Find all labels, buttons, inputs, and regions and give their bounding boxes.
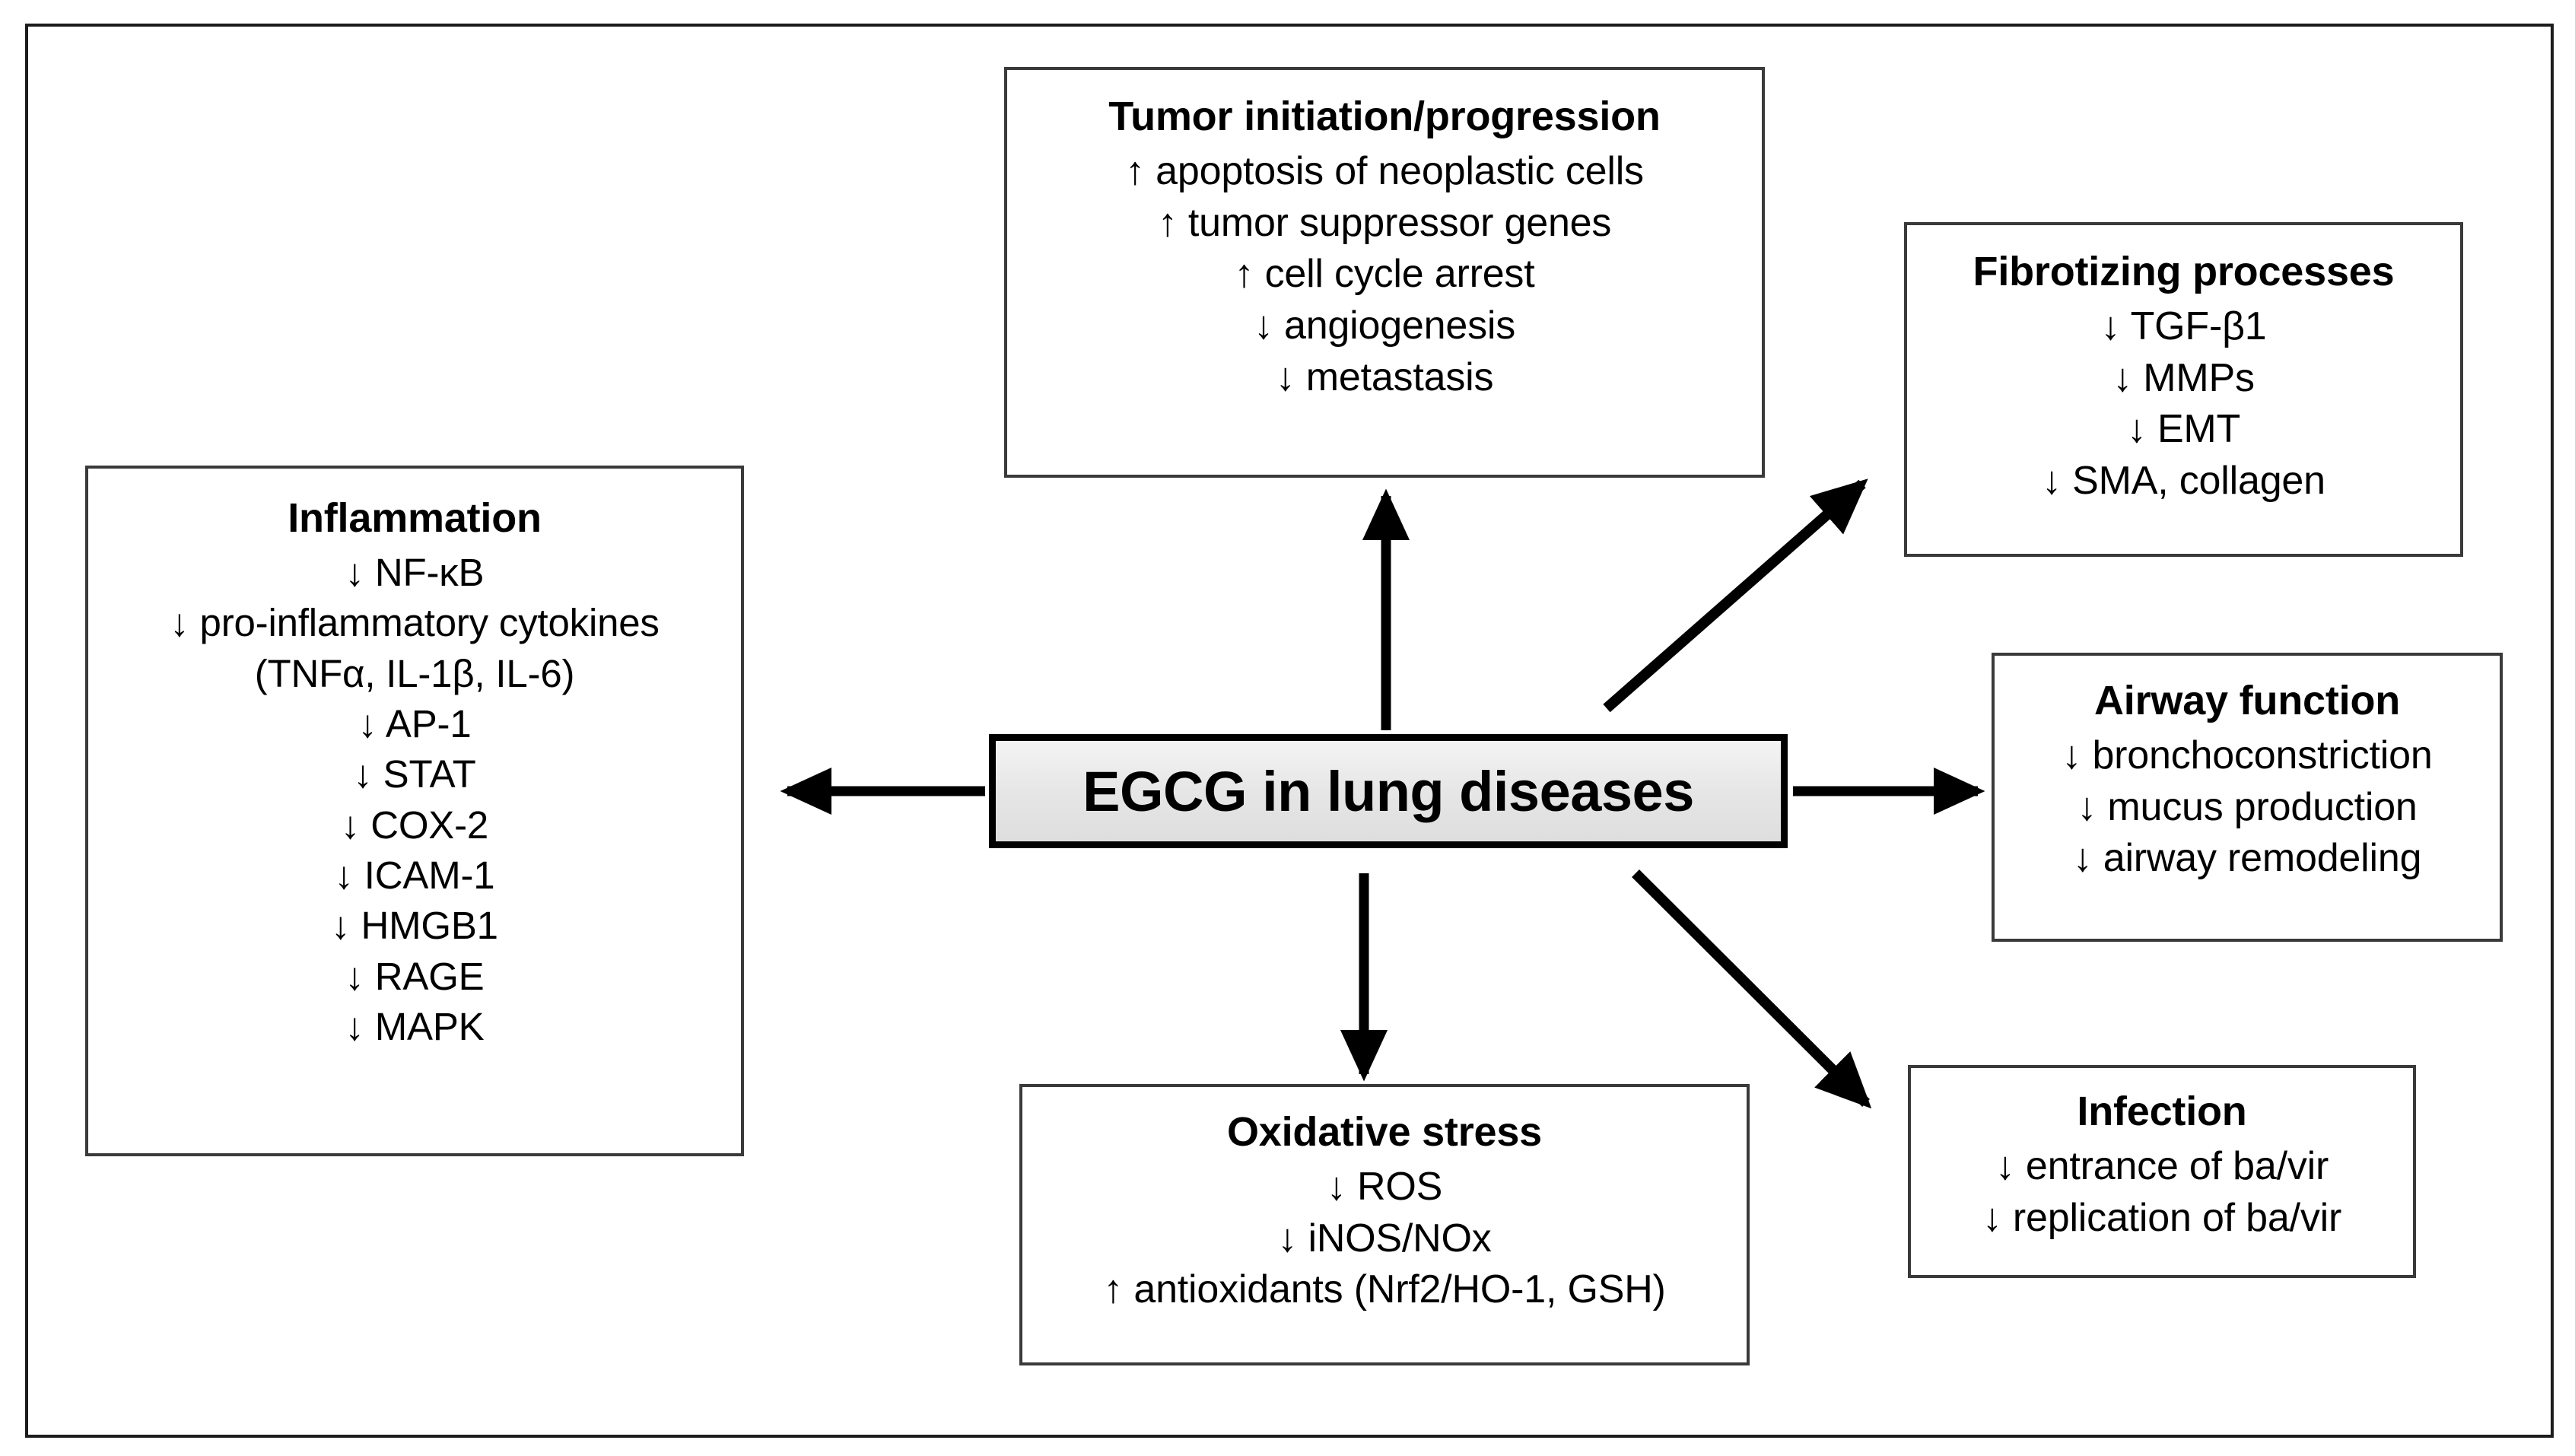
node-line-tumor-1: ↑ tumor suppressor genes [1157, 200, 1612, 245]
node-line-tumor-0: ↑ apoptosis of neoplastic cells [1125, 149, 1644, 194]
node-line-inflammation-5: ↓ COX-2 [340, 803, 489, 847]
node-line-fibrotizing-0: ↓ TGF-β1 [2100, 304, 2267, 349]
node-box-infection[interactable]: Infection ↓ entrance of ba/vir ↓ replica… [1908, 1065, 2416, 1278]
node-line-inflammation-6: ↓ ICAM-1 [334, 853, 495, 897]
node-line-fibrotizing-2: ↓ EMT [2126, 407, 2241, 452]
node-line-fibrotizing-3: ↓ SMA, collagen [2042, 458, 2325, 503]
node-title-oxidative: Oxidative stress [1226, 1109, 1543, 1155]
node-title-tumor: Tumor initiation/progression [1108, 94, 1661, 139]
node-line-tumor-3: ↓ angiogenesis [1253, 303, 1516, 348]
node-title-fibrotizing: Fibrotizing processes [1973, 249, 2395, 294]
node-box-airway[interactable]: Airway function ↓ bronchoconstriction ↓ … [1992, 653, 2503, 942]
node-line-inflammation-2: (TNFα, IL-1β, IL-6) [254, 651, 575, 695]
node-line-oxidative-1: ↓ iNOS/NOx [1277, 1216, 1492, 1260]
node-line-airway-2: ↓ airway remodeling [2072, 836, 2422, 881]
node-line-fibrotizing-1: ↓ MMPs [2112, 355, 2255, 400]
node-box-fibrotizing[interactable]: Fibrotizing processes ↓ TGF-β1 ↓ MMPs ↓ … [1904, 222, 2463, 557]
node-line-inflammation-9: ↓ MAPK [345, 1004, 485, 1048]
node-line-airway-0: ↓ bronchoconstriction [2062, 733, 2433, 778]
node-title-airway: Airway function [2093, 678, 2401, 723]
node-line-inflammation-8: ↓ RAGE [345, 954, 485, 998]
node-line-inflammation-3: ↓ AP-1 [358, 702, 472, 746]
node-box-tumor[interactable]: Tumor initiation/progression ↑ apoptosis… [1004, 67, 1765, 478]
node-line-tumor-2: ↑ cell cycle arrest [1234, 252, 1535, 297]
node-line-infection-0: ↓ entrance of ba/vir [1995, 1144, 2329, 1189]
node-line-inflammation-1: ↓ pro-inflammatory cytokines [170, 601, 660, 645]
node-line-tumor-4: ↓ metastasis [1275, 354, 1494, 399]
node-line-airway-1: ↓ mucus production [2077, 784, 2418, 829]
node-title-infection: Infection [2077, 1089, 2247, 1134]
node-box-inflammation[interactable]: Inflammation ↓ NF-κB ↓ pro-inflammatory … [85, 466, 744, 1156]
node-line-inflammation-7: ↓ HMGB1 [331, 904, 498, 948]
center-node-label: EGCG in lung diseases [1082, 759, 1694, 823]
node-line-oxidative-0: ↓ ROS [1326, 1165, 1443, 1210]
node-title-inflammation: Inflammation [288, 495, 542, 541]
node-line-inflammation-0: ↓ NF-κB [345, 551, 485, 595]
node-box-oxidative[interactable]: Oxidative stress ↓ ROS ↓ iNOS/NOx ↑ anti… [1019, 1084, 1750, 1365]
node-line-inflammation-4: ↓ STAT [353, 752, 476, 796]
node-box-center-egcg[interactable]: EGCG in lung diseases [989, 734, 1788, 848]
node-line-infection-1: ↓ replication of ba/vir [1982, 1195, 2342, 1240]
node-line-oxidative-2: ↑ antioxidants (Nrf2/HO-1, GSH) [1103, 1267, 1666, 1312]
